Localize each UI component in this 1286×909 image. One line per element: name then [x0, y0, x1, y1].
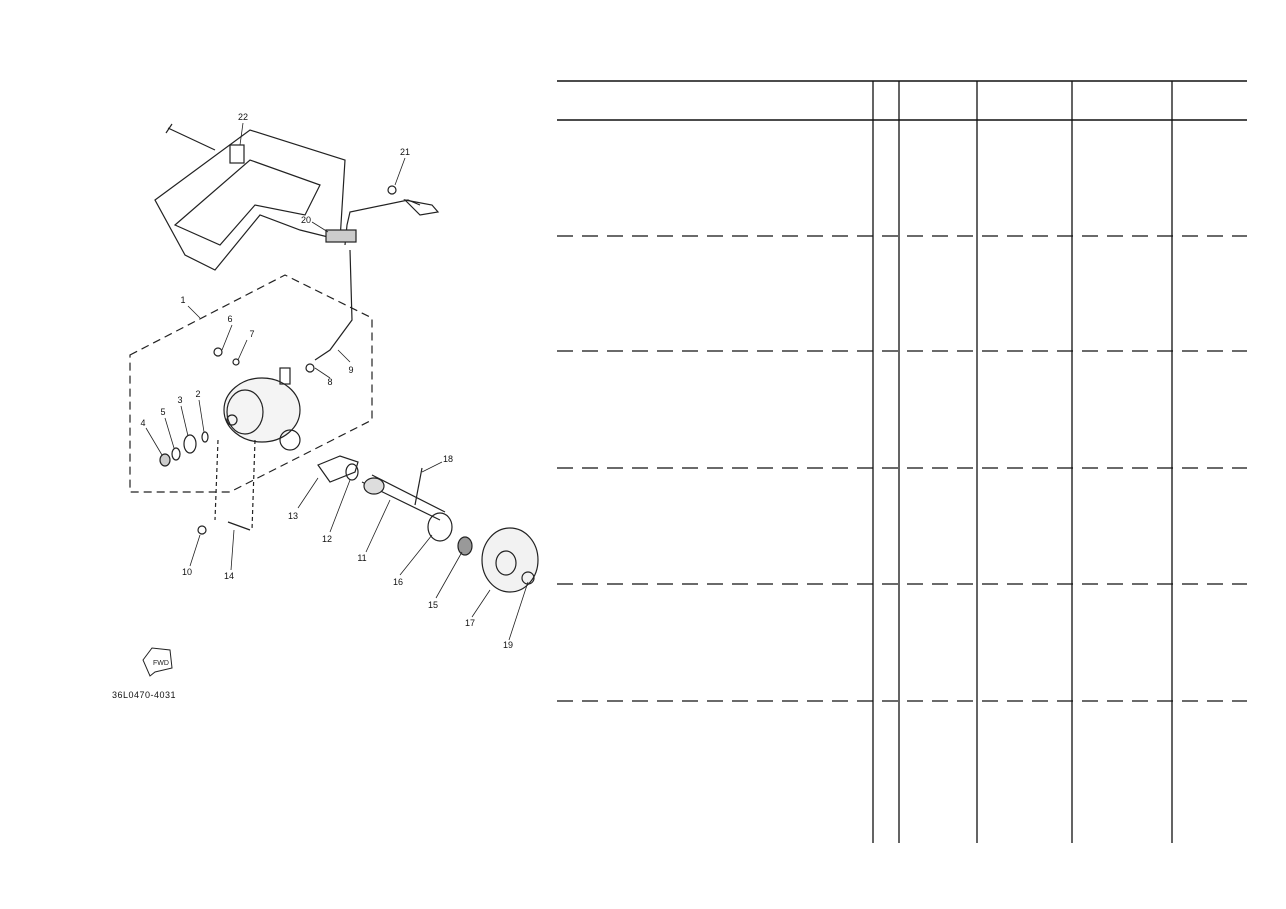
fwd-label: FWD [153, 660, 169, 667]
callout-11: 11 [357, 553, 367, 563]
callout-14: 14 [223, 571, 235, 581]
housing-bracket [154, 129, 346, 271]
exploded-parts-diagram: FWD [129, 122, 539, 677]
callout-15: 15 [427, 600, 439, 610]
callout-21: 21 [399, 147, 411, 157]
callout-5: 5 [160, 407, 166, 417]
driven-gear [481, 527, 539, 593]
callout-13: 13 [287, 511, 299, 521]
callout-17: 17 [464, 618, 476, 628]
callout-9: 9 [348, 365, 354, 375]
diagram-reference-code: 36L0470-4031 [112, 690, 177, 700]
callout-20: 20 [300, 215, 312, 225]
callout-7: 7 [249, 329, 255, 339]
callout-4: 4 [140, 418, 146, 428]
callout-22: 22 [237, 112, 249, 122]
assembly-boundary [129, 274, 373, 493]
callout-6: 6 [227, 314, 233, 324]
callout-3: 3 [177, 395, 183, 405]
callout-8: 8 [327, 377, 333, 387]
fwd-arrow-icon: FWD [142, 647, 173, 677]
pump-body [223, 377, 301, 443]
callout-1: 1 [180, 295, 186, 305]
callout-18: 18 [442, 454, 454, 464]
callout-19: 19 [502, 640, 514, 650]
callout-12: 12 [321, 534, 333, 544]
bolt [165, 123, 216, 151]
callout-2: 2 [195, 389, 201, 399]
callout-16: 16 [392, 577, 404, 587]
callout-10: 10 [181, 567, 193, 577]
